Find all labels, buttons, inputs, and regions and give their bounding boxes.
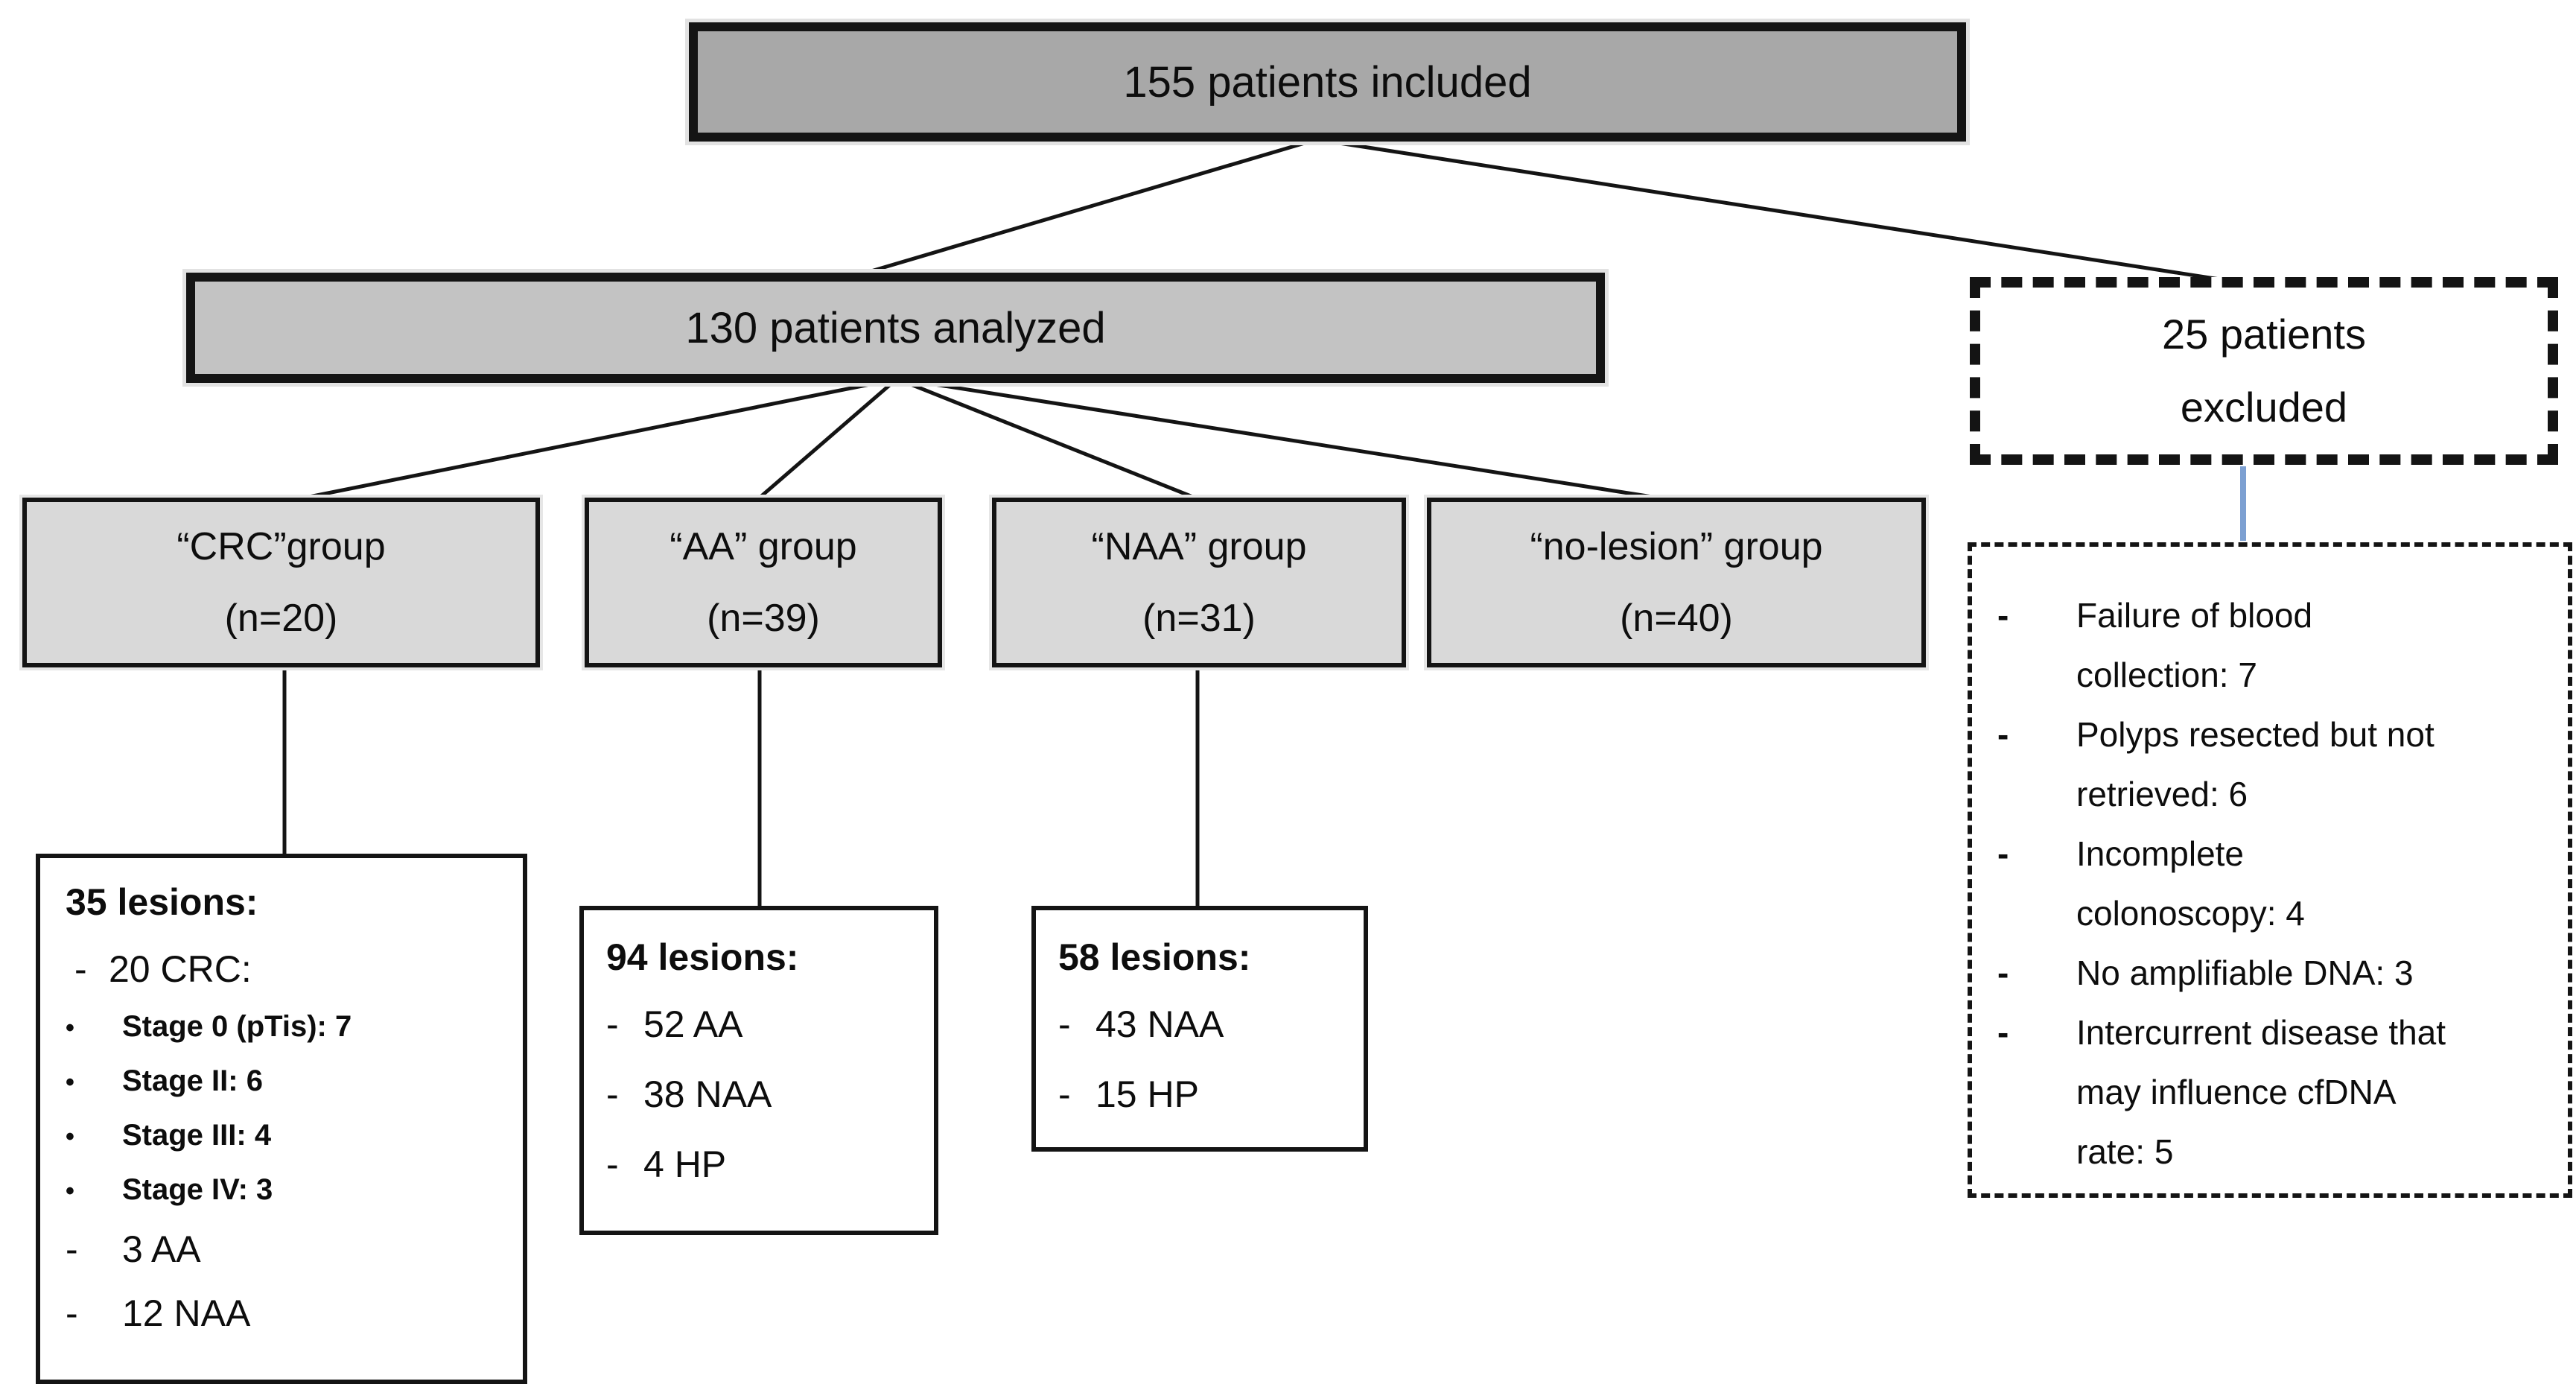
crc-lesions-box: 35 lesions: - 20 CRC: • Stage 0 (pTis): …: [36, 854, 527, 1384]
crc-lesions-subitem: - 20 CRC:: [74, 948, 512, 991]
no-lesion-group-n: (n=40): [1620, 597, 1733, 640]
included-patients-label: 155 patients included: [1123, 57, 1532, 107]
naa-lesion-item: - 15 HP: [1058, 1073, 1356, 1116]
exclusion-reason-text: Incomplete colonoscopy: 4: [2076, 834, 2305, 933]
no-lesion-group-name: “no-lesion” group: [1530, 524, 1823, 568]
crc-stage-text: Stage 0 (pTis): 7: [122, 1010, 352, 1043]
exclusion-reason-text: Polyps resected but not retrieved: 6: [2076, 715, 2435, 813]
crc-other-item: - 3 AA: [66, 1228, 512, 1271]
naa-lesion-text: 43 NAA: [1095, 1003, 1224, 1045]
dash-marker: -: [1997, 834, 2009, 873]
aa-group-n: (n=39): [707, 597, 820, 640]
dash-marker: -: [1058, 1003, 1071, 1045]
connector-analyzed-to-naa-group: [906, 381, 1195, 500]
crc-stage-item: • Stage II: 6: [66, 1064, 512, 1098]
dash-marker: -: [1997, 715, 2009, 754]
crc-stage-item: • Stage IV: 3: [66, 1173, 512, 1207]
crc-other-item: - 12 NAA: [66, 1292, 512, 1335]
excluded-patients-line2: excluded: [2180, 384, 2348, 431]
exclusion-reason-item: - Incomplete colonoscopy: 4: [1997, 824, 2568, 943]
no-lesion-group-box: “no-lesion” group (n=40): [1427, 498, 1926, 667]
aa-lesions-title: 94 lesions:: [606, 936, 799, 978]
aa-lesion-item: - 38 NAA: [606, 1073, 926, 1116]
naa-lesions-title: 58 lesions:: [1058, 936, 1251, 978]
connector-included-to-analyzed: [865, 141, 1306, 275]
exclusion-reason-text: No amplifiable DNA: 3: [2076, 953, 2414, 992]
exclusion-reason-item: - Polyps resected but not retrieved: 6: [1997, 705, 2568, 824]
dash-marker: -: [1997, 1013, 2009, 1052]
crc-other-text: 3 AA: [122, 1228, 201, 1270]
bullet-marker: •: [66, 1123, 74, 1151]
dash-marker: -: [74, 948, 87, 990]
naa-lesion-item: - 43 NAA: [1058, 1003, 1356, 1046]
connector-analyzed-to-no-lesion-group: [924, 381, 1658, 500]
aa-lesion-text: 38 NAA: [643, 1073, 772, 1115]
excluded-patients-box: 25 patients excluded: [1970, 277, 2558, 465]
analyzed-patients-box: 130 patients analyzed: [186, 273, 1605, 383]
bullet-marker: •: [66, 1177, 74, 1205]
crc-lesions-subitem-text: 20 CRC:: [109, 948, 252, 990]
dash-marker: -: [1997, 596, 2009, 635]
naa-group-n: (n=31): [1142, 597, 1256, 640]
aa-group-name: “AA” group: [670, 524, 857, 568]
dash-marker: -: [66, 1292, 78, 1334]
aa-lesion-item: - 4 HP: [606, 1143, 926, 1186]
aa-group-box: “AA” group (n=39): [585, 498, 942, 667]
dash-marker: -: [606, 1003, 619, 1045]
connector-analyzed-to-crc-group: [305, 381, 878, 500]
naa-group-name: “NAA” group: [1091, 524, 1307, 568]
aa-lesion-text: 4 HP: [643, 1143, 727, 1185]
crc-stage-item: • Stage III: 4: [66, 1119, 512, 1152]
connector-analyzed-to-aa-group: [758, 381, 894, 499]
crc-stage-text: Stage II: 6: [122, 1064, 263, 1097]
excluded-patients-line1: 25 patients: [2162, 311, 2366, 358]
crc-group-name: “CRC”group: [176, 524, 386, 568]
dash-marker: -: [66, 1228, 78, 1270]
exclusion-reasons-box: - Failure of blood collection: 7 - Polyp…: [1968, 542, 2572, 1198]
crc-stage-item: • Stage 0 (pTis): 7: [66, 1010, 512, 1044]
dash-marker: -: [606, 1073, 619, 1115]
naa-lesions-box: 58 lesions: - 43 NAA - 15 HP: [1031, 906, 1368, 1152]
exclusion-reason-text: Failure of blood collection: 7: [2076, 596, 2313, 694]
exclusion-reason-item: - Failure of blood collection: 7: [1997, 585, 2568, 705]
crc-lesions-title: 35 lesions:: [66, 881, 258, 923]
aa-lesion-item: - 52 AA: [606, 1003, 926, 1046]
crc-stage-text: Stage IV: 3: [122, 1173, 273, 1206]
bullet-marker: •: [66, 1014, 74, 1042]
exclusion-reason-text: Intercurrent disease that may influence …: [2076, 1013, 2446, 1171]
analyzed-patients-label: 130 patients analyzed: [685, 303, 1106, 352]
exclusion-reason-item: - No amplifiable DNA: 3: [1997, 943, 2568, 1003]
included-patients-box: 155 patients included: [689, 22, 1966, 142]
dash-marker: -: [606, 1143, 619, 1185]
crc-group-n: (n=20): [224, 597, 338, 640]
aa-lesions-box: 94 lesions: - 52 AA - 38 NAA - 4 HP: [579, 906, 938, 1235]
crc-other-text: 12 NAA: [122, 1292, 251, 1334]
dash-marker: -: [1058, 1073, 1071, 1115]
aa-lesion-text: 52 AA: [643, 1003, 743, 1045]
exclusion-reason-item: - Intercurrent disease that may influenc…: [1997, 1003, 2568, 1181]
naa-lesion-text: 15 HP: [1095, 1073, 1199, 1115]
naa-group-box: “NAA” group (n=31): [992, 498, 1406, 667]
crc-group-box: “CRC”group (n=20): [22, 498, 540, 667]
crc-stage-text: Stage III: 4: [122, 1119, 272, 1152]
dash-marker: -: [1997, 953, 2009, 992]
bullet-marker: •: [66, 1068, 74, 1097]
connector-included-to-excluded: [1338, 141, 2235, 284]
